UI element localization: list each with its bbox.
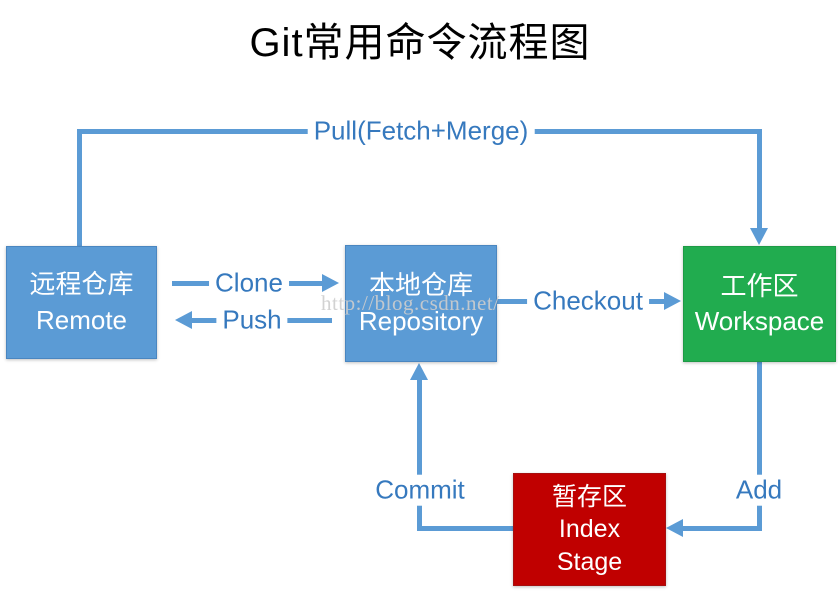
node-remote-label-en: Remote <box>35 304 128 335</box>
add-line-vertical <box>757 360 762 531</box>
add-edge-label: Add <box>729 474 789 506</box>
node-workspace-label-en: Workspace <box>694 306 825 336</box>
commit-edge-label: Commit <box>369 474 471 506</box>
diagram-title: Git常用命令流程图 <box>249 21 591 65</box>
commit-line-horizontal <box>417 526 513 531</box>
pull-line-right-vertical <box>757 129 762 229</box>
node-remote: 远程仓库 Remote <box>6 246 157 359</box>
checkout-arrowhead-right-icon <box>664 292 681 310</box>
pull-arrowhead-down-icon <box>750 228 768 245</box>
node-repository: 本地仓库 Repository <box>345 245 497 362</box>
push-arrowhead-left-icon <box>175 311 192 329</box>
node-repository-label-zh: 本地仓库 <box>368 270 473 301</box>
node-repository-label-en: Repository <box>358 305 484 336</box>
node-remote-label-zh: 远程仓库 <box>29 269 134 300</box>
push-edge-label: Push <box>216 304 288 336</box>
commit-arrowhead-up-icon <box>410 363 428 380</box>
add-line-horizontal <box>683 526 761 531</box>
clone-arrowhead-right-icon <box>322 274 339 292</box>
commit-line-vertical <box>417 380 422 531</box>
watermark-text: http://blog.csdn.net/ <box>321 291 500 315</box>
node-workspace: 工作区 Workspace <box>683 246 836 362</box>
node-index: 暂存区 Index Stage <box>513 473 666 586</box>
node-index-label-en: Index <box>558 515 621 544</box>
add-arrowhead-left-icon <box>666 519 683 537</box>
clone-edge-label: Clone <box>209 267 289 299</box>
node-index-label-en2: Stage <box>556 547 623 576</box>
pull-edge-label: Pull(Fetch+Merge) <box>307 115 535 147</box>
node-workspace-label-zh: 工作区 <box>720 270 799 301</box>
pull-line-left-vertical <box>77 129 82 246</box>
node-index-label-zh: 暂存区 <box>551 482 627 511</box>
checkout-edge-label: Checkout <box>527 285 649 317</box>
